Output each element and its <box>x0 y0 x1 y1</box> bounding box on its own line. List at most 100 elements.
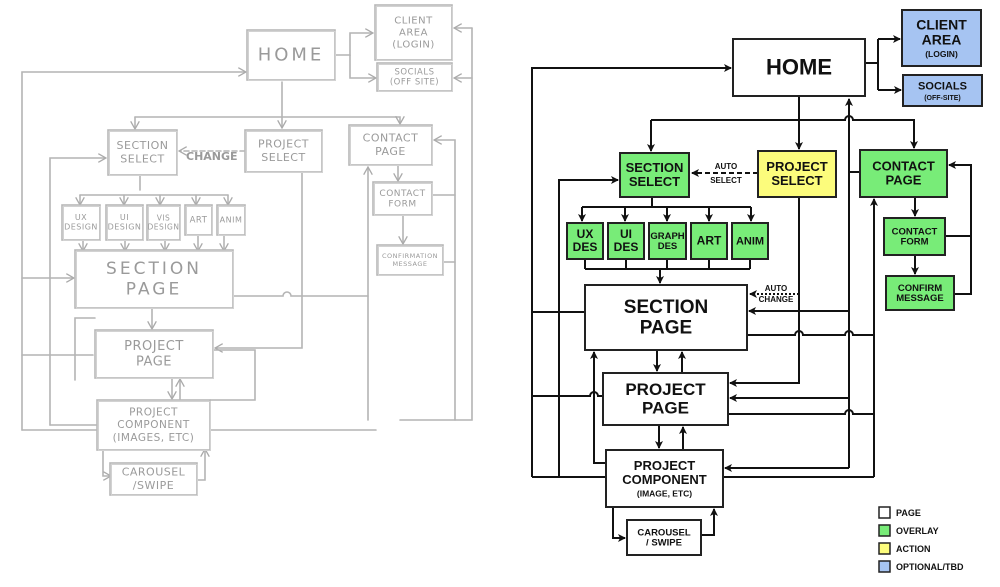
node-label: PROJECT <box>634 458 695 473</box>
sketch-label: UX <box>75 213 87 222</box>
node-label: SELECT <box>629 174 680 189</box>
flowchart-connectors <box>531 35 972 542</box>
legend-item-optional: OPTIONAL/TBD <box>878 560 964 573</box>
sketch-label: FORM <box>388 200 416 210</box>
node-label: CONFIRM <box>898 283 942 294</box>
connector-arrow <box>747 330 874 336</box>
sketch-box-shadow <box>109 131 178 176</box>
node-label: UX <box>577 227 594 241</box>
node-label: COMPONENT <box>622 472 707 487</box>
sketch-label: /SWIPE <box>133 479 174 492</box>
sketch-label: PAGE <box>375 145 406 158</box>
sketch-box <box>105 204 144 241</box>
node-box <box>584 284 748 351</box>
sketch-label: HOME <box>258 44 325 65</box>
node-label: SELECT <box>771 173 822 188</box>
sketch-label: CONFIRMATION <box>382 252 438 260</box>
node-label: PAGE <box>640 318 692 339</box>
connector-arrow <box>532 391 603 397</box>
node-label: UI <box>620 227 632 241</box>
legend-swatch <box>878 524 891 537</box>
node-label: DES <box>573 240 598 254</box>
sketch-box-shadow <box>350 126 433 166</box>
sketch-box <box>246 29 336 81</box>
node-label: PAGE <box>886 173 922 188</box>
sketch-label: SECTION <box>117 139 169 152</box>
node-box <box>885 275 955 311</box>
auto-change-label-1: AUTO <box>765 284 788 293</box>
node-label: ANIM <box>736 235 764 247</box>
legend-item-page: PAGE <box>878 506 921 519</box>
node-box <box>901 9 982 67</box>
sketch-connector <box>216 171 303 348</box>
connector-arrow <box>701 508 718 536</box>
sketch-box-shadow <box>376 6 453 61</box>
connector-arrow <box>729 197 800 387</box>
auto-change-label-2: CHANGE <box>759 295 794 304</box>
sketch-label: VIS <box>157 213 171 222</box>
node-label: ART <box>697 234 722 248</box>
sketch-box-shadow <box>96 331 214 379</box>
sketch-box <box>244 129 323 173</box>
sketch-box-shadow <box>63 206 101 241</box>
sketch-connector <box>49 158 105 426</box>
sketch-connectors <box>21 28 473 481</box>
sketch-box-shadow <box>98 401 211 451</box>
sketch-node-home: HOME <box>246 29 336 81</box>
sketch-box <box>376 62 453 92</box>
sketch-node-art: ART <box>184 204 213 236</box>
legend-swatch <box>878 506 891 519</box>
sketch-connector <box>74 317 96 381</box>
node-label: PROJECT <box>625 380 706 399</box>
sitemap-flowchart: HOMECLIENTAREA(LOGIN)SOCIALS(OFF-SITE)SE… <box>531 9 983 556</box>
node-sublabel: (LOGIN) <box>925 49 958 59</box>
node-box <box>602 372 729 426</box>
flowchart-boxes: HOMECLIENTAREA(LOGIN)SOCIALS(OFF-SITE)SE… <box>566 9 983 556</box>
sketch-connector <box>21 72 245 431</box>
node-box <box>757 150 837 198</box>
legend-swatch <box>878 542 891 555</box>
sketch-connector <box>196 450 205 481</box>
sketch-box-shadow <box>378 246 444 276</box>
sketch-label: CONTACT <box>379 189 425 199</box>
legend-item-overlay: OVERLAY <box>878 524 939 537</box>
sketch-box-shadow <box>378 64 453 92</box>
connector-arrow <box>612 507 626 542</box>
sketch-label: ANIM <box>220 215 243 224</box>
node-label: CONTACT <box>892 226 938 237</box>
sketch-connector <box>102 449 110 476</box>
node-art: ART <box>690 222 728 260</box>
sketch-box-shadow <box>107 206 144 241</box>
legend: PAGE OVERLAY ACTION OPTIONAL/TBD <box>878 506 964 573</box>
sketch-connector <box>334 33 372 56</box>
connector-arrow <box>948 161 972 295</box>
sketch-label: (IMAGES, ETC) <box>113 432 195 444</box>
node-label: AREA <box>922 31 962 47</box>
sketch-label: SELECT <box>120 152 164 165</box>
node-box <box>566 222 604 260</box>
sketch-label: DESIGN <box>148 222 180 231</box>
sketch-box-shadow <box>76 251 234 309</box>
sketch-node-carousel: CAROUSEL/SWIPE <box>109 462 198 496</box>
node-label: CAROUSEL <box>637 527 691 538</box>
legend-label: ACTION <box>896 544 931 554</box>
sketch-connector <box>209 349 256 401</box>
node-label: / SWIPE <box>646 538 682 549</box>
sketch-box <box>74 249 234 309</box>
sketch-label: CLIENT <box>394 16 433 27</box>
node-home: HOME <box>732 38 866 97</box>
sketch-label: (OFF SITE) <box>390 78 439 88</box>
